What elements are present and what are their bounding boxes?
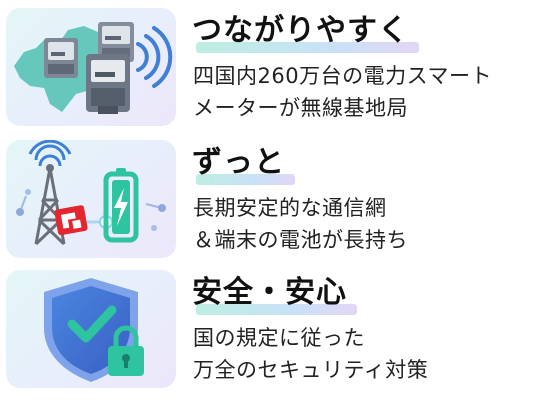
description-line: ＆端末の電池が長持ち	[193, 228, 408, 252]
feature-title: 安全・安心	[192, 275, 347, 310]
feature-title-wrap: ずっと	[192, 143, 295, 187]
antenna-battery-icon	[6, 140, 176, 258]
shield-lock-icon	[6, 270, 176, 388]
feature-row-security: 安全・安心 国の規定に従った 万全のセキュリティ対策	[0, 270, 550, 391]
title-highlight	[196, 174, 295, 185]
description-line: メーターが無線基地局	[193, 96, 408, 120]
feature-row-connectivity: つながりやすく 四国内260万台の電力スマート メーターが無線基地局	[0, 8, 550, 129]
feature-row-longevity: ずっと 長期安定的な通信網 ＆端末の電池が長持ち	[0, 140, 550, 261]
feature-title: ずっと	[192, 145, 285, 180]
feature-title: つながりやすく	[192, 13, 409, 48]
feature-title-wrap: つながりやすく	[192, 11, 419, 55]
feature-description: 四国内260万台の電力スマート メーターが無線基地局	[193, 60, 543, 124]
title-highlight	[196, 304, 357, 315]
description-line: 国の規定に従った	[193, 326, 365, 350]
description-line: 万全のセキュリティ対策	[193, 358, 429, 382]
smart-meter-wireless-icon	[6, 8, 176, 126]
feature-description: 国の規定に従った 万全のセキュリティ対策	[193, 322, 543, 386]
feature-description: 長期安定的な通信網 ＆端末の電池が長持ち	[193, 192, 543, 256]
description-line: 四国内260万台の電力スマート	[193, 64, 492, 88]
description-line: 長期安定的な通信網	[193, 196, 387, 220]
title-highlight	[196, 42, 419, 53]
feature-title-wrap: 安全・安心	[192, 273, 357, 317]
